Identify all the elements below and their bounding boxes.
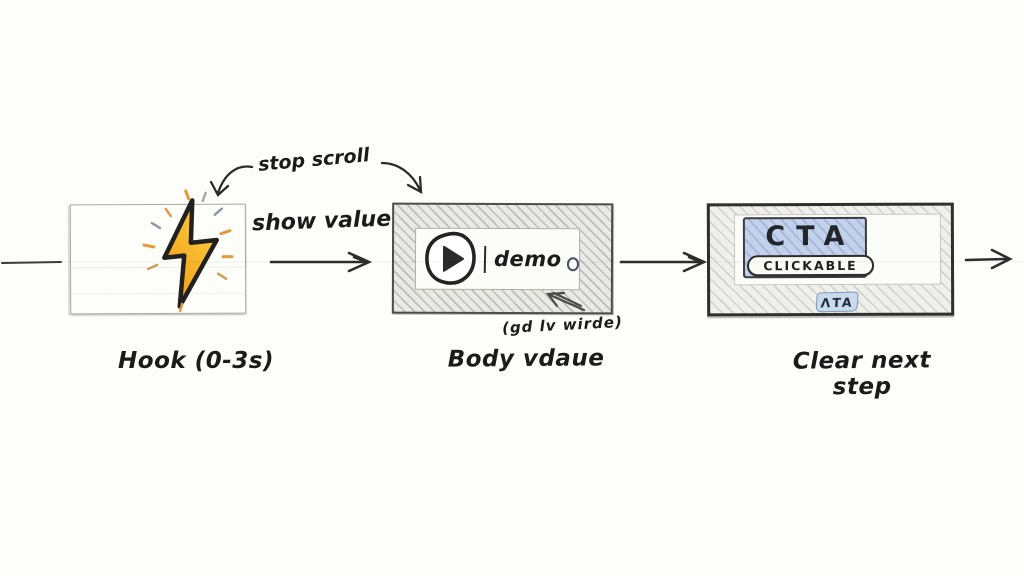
- next-step-label: Clear next step: [792, 347, 932, 401]
- body-step-box: demo: [391, 202, 614, 315]
- stop-scroll-arrow: [209, 165, 254, 197]
- hook-step-label: Hook (0-3s): [118, 348, 274, 374]
- hook-step-box: [69, 189, 247, 315]
- video-frame: demo: [414, 227, 581, 291]
- demo-label: demo: [493, 246, 562, 272]
- show-value-annotation: show value: [251, 206, 392, 237]
- scribble-annotation: (gd lv wirde): [501, 312, 624, 338]
- body-step-label: Body vdaue: [447, 345, 605, 373]
- play-icon: [425, 231, 476, 285]
- stop-scroll-annotation: stop scroll: [257, 144, 371, 176]
- cta-card: CTA CLICKABLE: [742, 216, 875, 279]
- cta-title: CTA: [765, 220, 856, 253]
- body-pointer-arrow: [380, 161, 423, 194]
- arrow-body-to-next: [619, 251, 708, 273]
- next-step-box: CTA CLICKABLE ΛTA: [706, 202, 955, 317]
- exit-arrow: [964, 248, 1013, 270]
- entry-line: [1, 261, 62, 264]
- cursor-bar-icon: [483, 245, 487, 273]
- cta-tag: ΛTA: [815, 291, 859, 313]
- arrow-hook-to-body: [269, 251, 373, 273]
- lightning-bolt-icon: [142, 189, 234, 313]
- clickable-button: CLICKABLE: [746, 254, 875, 277]
- small-circle-icon: [566, 257, 580, 272]
